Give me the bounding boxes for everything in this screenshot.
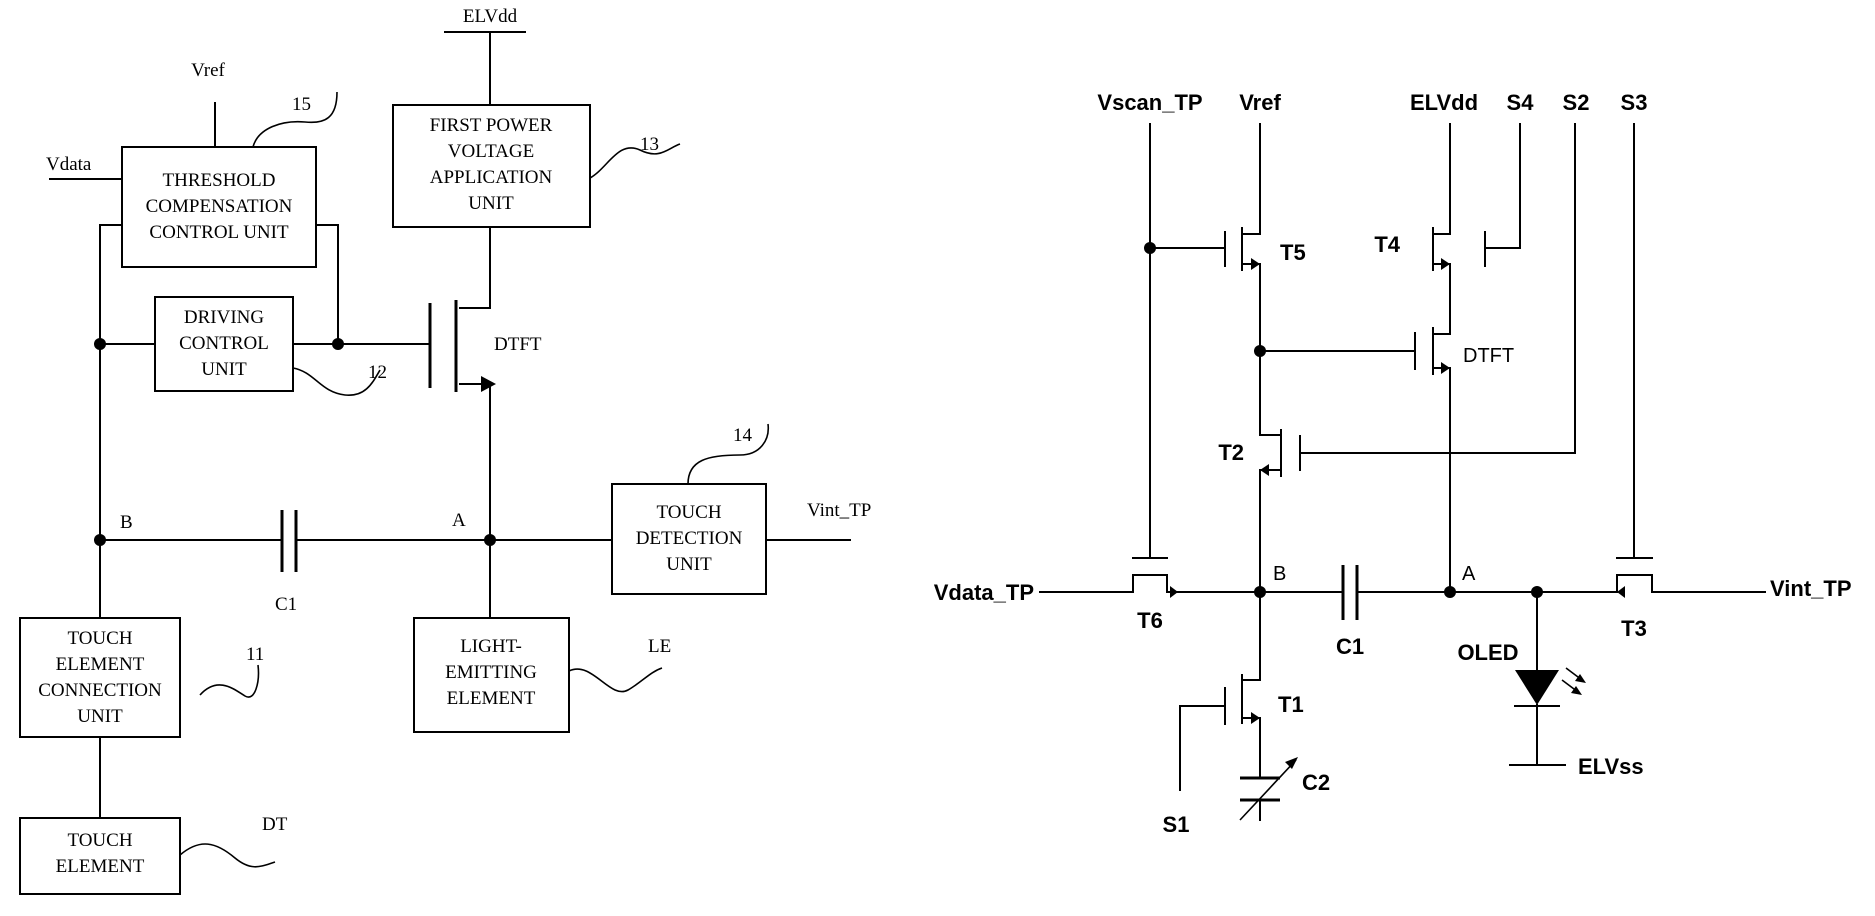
ref-11-label: 11 — [246, 644, 264, 665]
node-b-dot — [94, 534, 106, 546]
unit-label: TOUCH — [67, 830, 132, 851]
node-a-label-right: A — [1462, 563, 1476, 585]
unit-label: CONNECTION — [38, 680, 162, 701]
t6-label: T6 — [1137, 608, 1163, 633]
node-b-label: B — [120, 512, 133, 533]
elvss-label: ELVss — [1578, 754, 1644, 779]
block-diagram: THRESHOLD COMPENSATION CONTROL UNIT DRIV… — [20, 6, 871, 894]
vref-label-right: Vref — [1239, 90, 1281, 115]
c1-capacitor — [282, 510, 296, 572]
t4-label: T4 — [1374, 232, 1400, 257]
s2-label: S2 — [1563, 90, 1590, 115]
node-b-dot — [1254, 586, 1266, 598]
vscan-tp-label: Vscan_TP — [1097, 90, 1202, 115]
node-a-dot — [484, 534, 496, 546]
touch-element: TOUCH ELEMENT — [20, 818, 180, 894]
junction-dot — [332, 338, 344, 350]
ref-12-label: 12 — [368, 362, 387, 383]
vdata-tp-label: Vdata_TP — [934, 580, 1034, 605]
unit-label: ELEMENT — [447, 688, 536, 709]
pixel-circuit-wires — [1040, 124, 1765, 820]
vdata-label: Vdata — [46, 154, 92, 175]
oled-diode — [1515, 668, 1586, 706]
unit-label: UNIT — [468, 193, 514, 214]
unit-label: THRESHOLD — [163, 170, 276, 191]
vref-label: Vref — [191, 60, 225, 81]
unit-label: CONTROL UNIT — [149, 222, 289, 243]
unit-label: DETECTION — [636, 528, 743, 549]
dtft-transistor — [430, 300, 496, 392]
unit-label: UNIT — [666, 554, 712, 575]
ref-15-label: 15 — [292, 94, 311, 115]
unit-label: ELEMENT — [56, 856, 145, 877]
driving-control-unit: DRIVING CONTROL UNIT — [155, 297, 293, 391]
node-b-label-right: B — [1273, 563, 1286, 585]
c2-variable-capacitor — [1240, 757, 1298, 820]
t5-label: T5 — [1280, 240, 1306, 265]
unit-label: VOLTAGE — [448, 141, 534, 162]
elvdd-label-right: ELVdd — [1410, 90, 1478, 115]
unit-label: TOUCH — [67, 628, 132, 649]
node-a-dot — [1444, 586, 1456, 598]
unit-label: DRIVING — [184, 307, 264, 328]
oled-label: OLED — [1457, 640, 1518, 665]
unit-label: FIRST POWER — [430, 115, 553, 136]
junction-dot — [1531, 586, 1543, 598]
transistor-arrows — [1170, 258, 1625, 724]
ref-14-label: 14 — [733, 425, 753, 446]
touch-detection-unit: TOUCH DETECTION UNIT — [612, 484, 766, 594]
elvdd-label: ELVdd — [463, 6, 518, 27]
unit-label: TOUCH — [656, 502, 721, 523]
t1-label: T1 — [1278, 692, 1304, 717]
c1-label-right: C1 — [1336, 634, 1364, 659]
s1-label: S1 — [1163, 812, 1190, 837]
dtft-label-right: DTFT — [1463, 345, 1514, 367]
s3-label: S3 — [1621, 90, 1648, 115]
unit-label: COMPENSATION — [146, 196, 293, 217]
c2-label: C2 — [1302, 770, 1330, 795]
node-a-label: A — [452, 510, 466, 531]
unit-label: UNIT — [77, 706, 123, 727]
c1-capacitor-right — [1343, 565, 1357, 620]
t3-label: T3 — [1621, 616, 1647, 641]
dtft-arrow — [481, 376, 496, 392]
first-power-voltage-application-unit: FIRST POWER VOLTAGE APPLICATION UNIT — [393, 105, 590, 227]
unit-label: ELEMENT — [56, 654, 145, 675]
junction-dot — [94, 338, 106, 350]
touch-element-connection-unit: TOUCH ELEMENT CONNECTION UNIT — [20, 618, 180, 737]
vint-tp-label-right: Vint_TP — [1770, 576, 1852, 601]
ref-dt-label: DT — [262, 814, 288, 835]
s4-label: S4 — [1507, 90, 1535, 115]
unit-label: CONTROL — [179, 333, 269, 354]
light-emitting-element: LIGHT- EMITTING ELEMENT — [414, 618, 569, 732]
ref-13-label: 13 — [640, 134, 659, 155]
pixel-circuit: Vscan_TP Vref ELVdd S4 S2 S3 T5 T4 DTFT … — [934, 90, 1852, 837]
dtft-label: DTFT — [494, 334, 542, 355]
unit-label: UNIT — [201, 359, 247, 380]
t2-label: T2 — [1218, 440, 1244, 465]
threshold-compensation-control-unit: THRESHOLD COMPENSATION CONTROL UNIT — [122, 147, 316, 267]
vint-tp-label: Vint_TP — [807, 500, 871, 521]
junction-dot — [1254, 345, 1266, 357]
junction-dot — [1144, 242, 1156, 254]
ref-le-label: LE — [648, 636, 671, 657]
unit-label: LIGHT- — [460, 636, 522, 657]
unit-label: EMITTING — [445, 662, 537, 683]
unit-label: APPLICATION — [430, 167, 553, 188]
c1-label: C1 — [275, 594, 297, 615]
